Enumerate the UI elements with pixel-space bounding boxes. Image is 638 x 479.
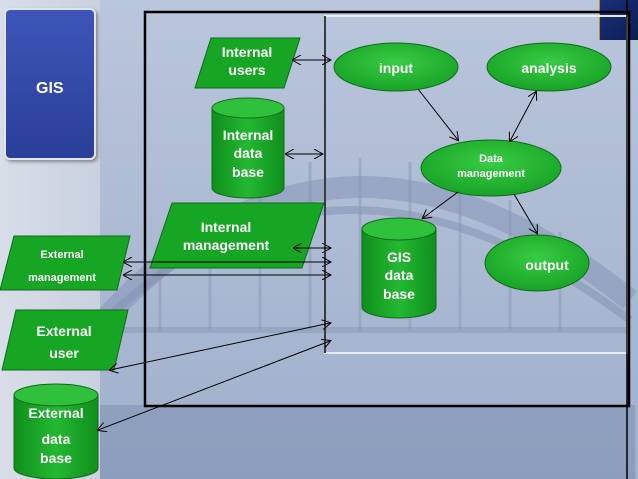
- gis-database-shape: [361, 217, 437, 319]
- external-management-label: External management: [28, 249, 96, 285]
- data-management-output-arrow: [513, 193, 537, 233]
- data-management-database-arrow: [423, 191, 459, 218]
- internal-users-shape: [194, 37, 301, 89]
- analysis-data-management-arrow: [510, 92, 536, 141]
- internal-database-shape: [211, 97, 285, 199]
- internal-management-label: Internal management: [182, 219, 270, 254]
- input-data-management-arrow: [417, 88, 458, 140]
- analysis-node: [486, 42, 612, 92]
- gis-database-label: GIS data base: [383, 249, 415, 302]
- external-user-arrow: [110, 323, 330, 370]
- input-node: [333, 42, 459, 92]
- external-user-label: External user: [36, 323, 92, 361]
- output-node: [484, 234, 590, 292]
- internal-management-shape: [149, 202, 325, 269]
- external-management-shape: [0, 235, 131, 291]
- analysis-label: analysis: [521, 60, 577, 76]
- input-label: input: [378, 60, 414, 76]
- data-management-label: Data management: [457, 153, 525, 180]
- external-database-label: External data base: [28, 405, 84, 467]
- data-management-node: [420, 139, 562, 197]
- organization-boundary: [143, 10, 631, 408]
- internal-users-label: Internal users: [221, 44, 273, 79]
- output-label: output: [525, 257, 569, 273]
- corner-decoration: [599, 0, 638, 40]
- gis-title-box: GIS: [4, 8, 96, 160]
- internal-database-label: Internal data base: [222, 127, 274, 180]
- external-database-arrow: [98, 341, 330, 430]
- slide-title: GIS: [36, 80, 64, 97]
